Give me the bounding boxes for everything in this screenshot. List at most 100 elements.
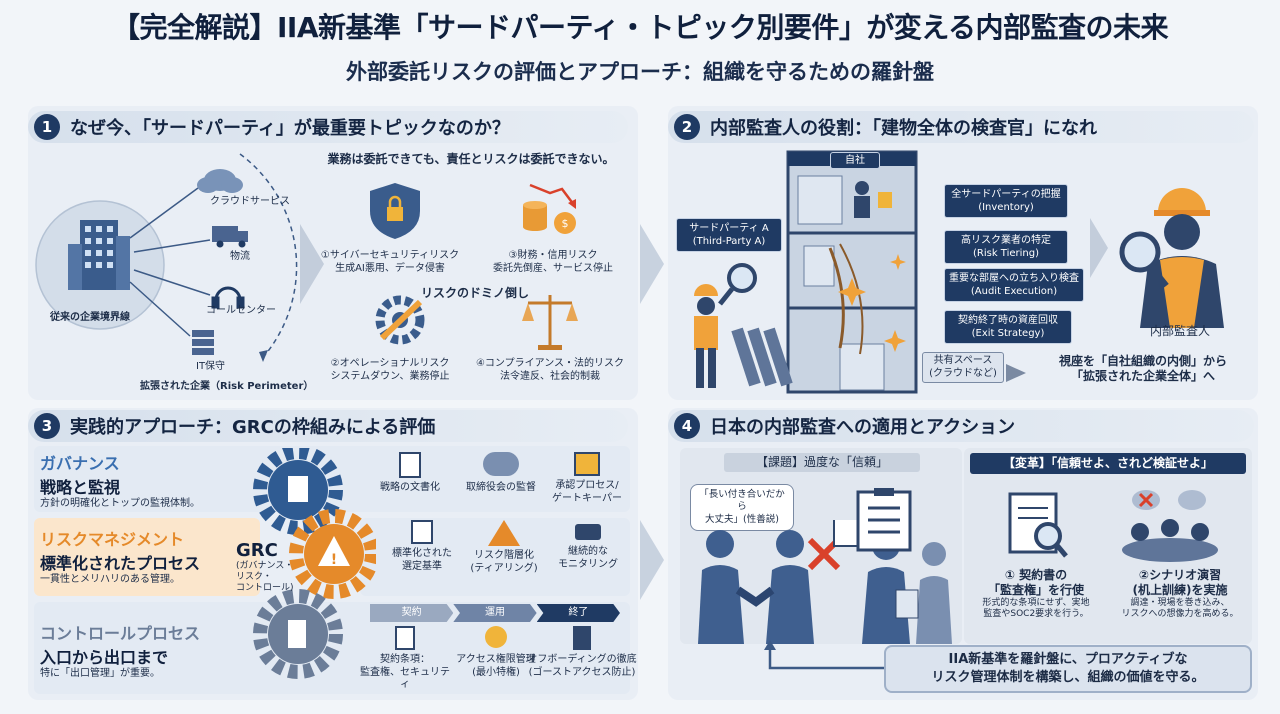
section1-to-2-chevron-icon xyxy=(640,224,664,304)
vendor-logistics-label: 物流 xyxy=(230,251,250,262)
section3-heading: 実践的アプローチ：GRCの枠組みによる評価 xyxy=(70,417,436,438)
phase-termination: 終了 xyxy=(536,604,620,622)
cloud-icon xyxy=(197,169,243,193)
risk-cyber: ①サイバーセキュリティリスク 生成AI悪用、データ侵害 xyxy=(320,250,460,274)
building-self-label: 自社 xyxy=(830,152,880,169)
gov-item-strategy: 戦略の文書化 xyxy=(370,452,450,495)
governance-block: ガバナンス 戦略と監視 方針の明確化とトップの監視体制。 xyxy=(40,454,200,509)
building-cross-section xyxy=(694,150,918,394)
vendor-cloud-label: クラウドサービス xyxy=(210,196,290,207)
risk-item-monitoring: 継続的な モニタリング xyxy=(548,520,628,571)
key-person-icon xyxy=(485,626,507,648)
gear-governance-icon xyxy=(253,448,343,535)
section1-tagline: 業務は委託できても、責任とリスクは委託できない。 xyxy=(327,152,615,166)
risk-compliance: ④コンプライアンス・法的リスク 法令違反、社会的制裁 xyxy=(475,358,625,382)
action2: ②シナリオ演習 (机上訓練)を実施 調達・現場を巻き込み、 リスクへの想像力を高… xyxy=(1121,568,1239,620)
company-boundary-label: 従来の企業境界線 xyxy=(50,312,130,323)
control-block: コントロールプロセス 入口から出口まで 特に「出口管理」が重要。 xyxy=(40,624,201,679)
document-pen-icon xyxy=(399,452,421,478)
shared-space-label: 共有スペース (クラウドなど) xyxy=(922,352,1004,383)
internal-auditor-illustration xyxy=(1119,188,1224,328)
headset-icon xyxy=(211,286,245,309)
risk-operational: ②オペレーショナルリスク システムダウン、業務停止 xyxy=(330,358,450,382)
contract-doc-icon xyxy=(395,626,415,650)
gear-risk-icon: ! xyxy=(289,509,376,599)
vendor-itmaint-label: IT保守 xyxy=(196,361,226,372)
tabletop-exercise-icon xyxy=(1122,490,1218,562)
section4-header: 4 日本の内部監査への適用とアクション xyxy=(668,410,1254,442)
step-inventory: 全サードパーティの把握 (Inventory) xyxy=(944,184,1068,218)
section2-number: 2 xyxy=(674,114,700,140)
risk-perimeter-label: 拡張された企業（Risk Perimeter） xyxy=(140,381,314,392)
server-icon xyxy=(192,330,214,355)
issue-label: 【課題】過度な「信頼」 xyxy=(724,453,920,472)
exit-door-icon xyxy=(573,626,591,650)
phase-operation: 運用 xyxy=(453,604,537,622)
building-icon xyxy=(68,220,130,290)
risk-mgmt-block: リスクマネジメント 標準化されたプロセス 一貫性とメリハリのある管理。 xyxy=(40,530,201,585)
gate-lock-icon xyxy=(574,452,600,476)
page-title: 【完全解説】IIA新基準「サードパーティ・トピック別要件」が変える内部監査の未来 xyxy=(112,11,1169,44)
lock-icon xyxy=(878,192,892,208)
reform-label: 【変革】「信頼せよ、されど検証せよ」 xyxy=(970,453,1246,474)
person-left-icon xyxy=(698,530,744,644)
phase-contract: 契約 xyxy=(370,604,454,622)
ctrl-item-contract: 契約条項： 監査権、セキュリティ xyxy=(360,626,450,692)
return-arrow-icon xyxy=(764,640,884,670)
binders-icon xyxy=(731,327,793,387)
section1-chevron-icon xyxy=(300,224,324,304)
section3-header: 3 実践的アプローチ：GRCの枠組みによる評価 xyxy=(28,410,628,442)
worker-person-icon xyxy=(854,181,870,218)
conclusion-box: IIA新基準を羅針盤に、プロアクティブな リスク管理体制を構築し、組織の価値を守… xyxy=(884,645,1252,693)
section4-heading: 日本の内部監査への適用とアクション xyxy=(710,417,1016,438)
ctrl-item-access: アクセス権限管理 (最小特権) xyxy=(448,626,544,679)
grc-label: GRC (ガバナンス・ リスク・ コントロール) xyxy=(236,540,294,593)
section2-heading: 内部監査人の役割：「建物全体の検査官」になれ xyxy=(710,118,1097,139)
risk-item-tiering: リスク階層化 (ティアリング) xyxy=(462,520,546,575)
gear-control-icon xyxy=(253,589,343,679)
inspector-person-icon xyxy=(694,284,718,388)
third-party-a-label: サードパーティ A (Third-Party A) xyxy=(676,218,782,252)
grc-gears: ! xyxy=(253,448,376,679)
checklist-icon xyxy=(411,520,433,544)
gear-wrench-icon xyxy=(375,295,425,345)
risk-item-criteria: 標準化された 選定基準 xyxy=(382,520,462,573)
vendor-callcenter-label: コールセンター xyxy=(206,305,276,316)
risk-icons: $ xyxy=(370,183,578,350)
section1-number: 1 xyxy=(34,114,60,140)
section4-number: 4 xyxy=(674,413,700,439)
person-right-icon xyxy=(766,530,814,644)
scales-icon xyxy=(522,295,578,350)
magnifier-icon xyxy=(718,263,757,306)
truck-icon xyxy=(212,226,248,248)
internal-auditor-label: 内部監査人 xyxy=(1149,324,1210,338)
section1-header: 1 なぜ今、「サードパーティ」が最重要トピックなのか？ xyxy=(28,111,628,143)
section3-number: 3 xyxy=(34,413,60,439)
arrow-right-icon xyxy=(1006,364,1026,382)
coins-icon: $ xyxy=(523,183,576,234)
contract-magnifier-icon xyxy=(1008,492,1068,558)
svg-text:$: $ xyxy=(562,217,569,230)
camera-icon xyxy=(575,524,601,540)
pyramid-icon xyxy=(488,520,520,546)
viewpoint-shift-text: 視座を「自社組織の内側」から 「拡張された企業全体」へ xyxy=(1058,354,1227,383)
section3-to-4-chevron-icon xyxy=(640,520,664,600)
spark-icon xyxy=(838,254,906,352)
action1: ① 契約書の 「監査権」を行使 形式的な条項にせず、実地 監査やSOC2要求を行… xyxy=(982,568,1090,620)
page-subtitle: 外部委託リスクの評価とアプローチ：組織を守るための羅針盤 xyxy=(346,60,934,84)
risk-row xyxy=(34,518,260,596)
shield-lock-icon xyxy=(370,183,420,239)
step-audit-execution: 重要な部屋への立ち入り検査 (Audit Execution) xyxy=(944,268,1084,302)
risk-domino-label: リスクのドミノ倒し xyxy=(420,286,529,300)
meeting-icon xyxy=(483,452,519,476)
gov-item-approval: 承認プロセス/ ゲートキーパー xyxy=(544,452,630,505)
step-risk-tiering: 高リスク業者の特定 (Risk Tiering) xyxy=(944,230,1068,264)
section1-perimeter-diagram xyxy=(35,153,298,362)
svg-text:!: ! xyxy=(331,552,337,568)
gov-item-board: 取締役会の監督 xyxy=(456,452,546,495)
speech-bubble: 「長い付き合いだから 大丈夫」(性善説) xyxy=(690,484,794,532)
checklist-board-icon xyxy=(856,488,912,552)
section1-heading: なぜ今、「サードパーティ」が最重要トピックなのか？ xyxy=(70,118,510,139)
reform-icons xyxy=(1008,490,1218,562)
risk-financial: ③財務・信用リスク 委託先倒産、サービス停止 xyxy=(493,250,613,274)
